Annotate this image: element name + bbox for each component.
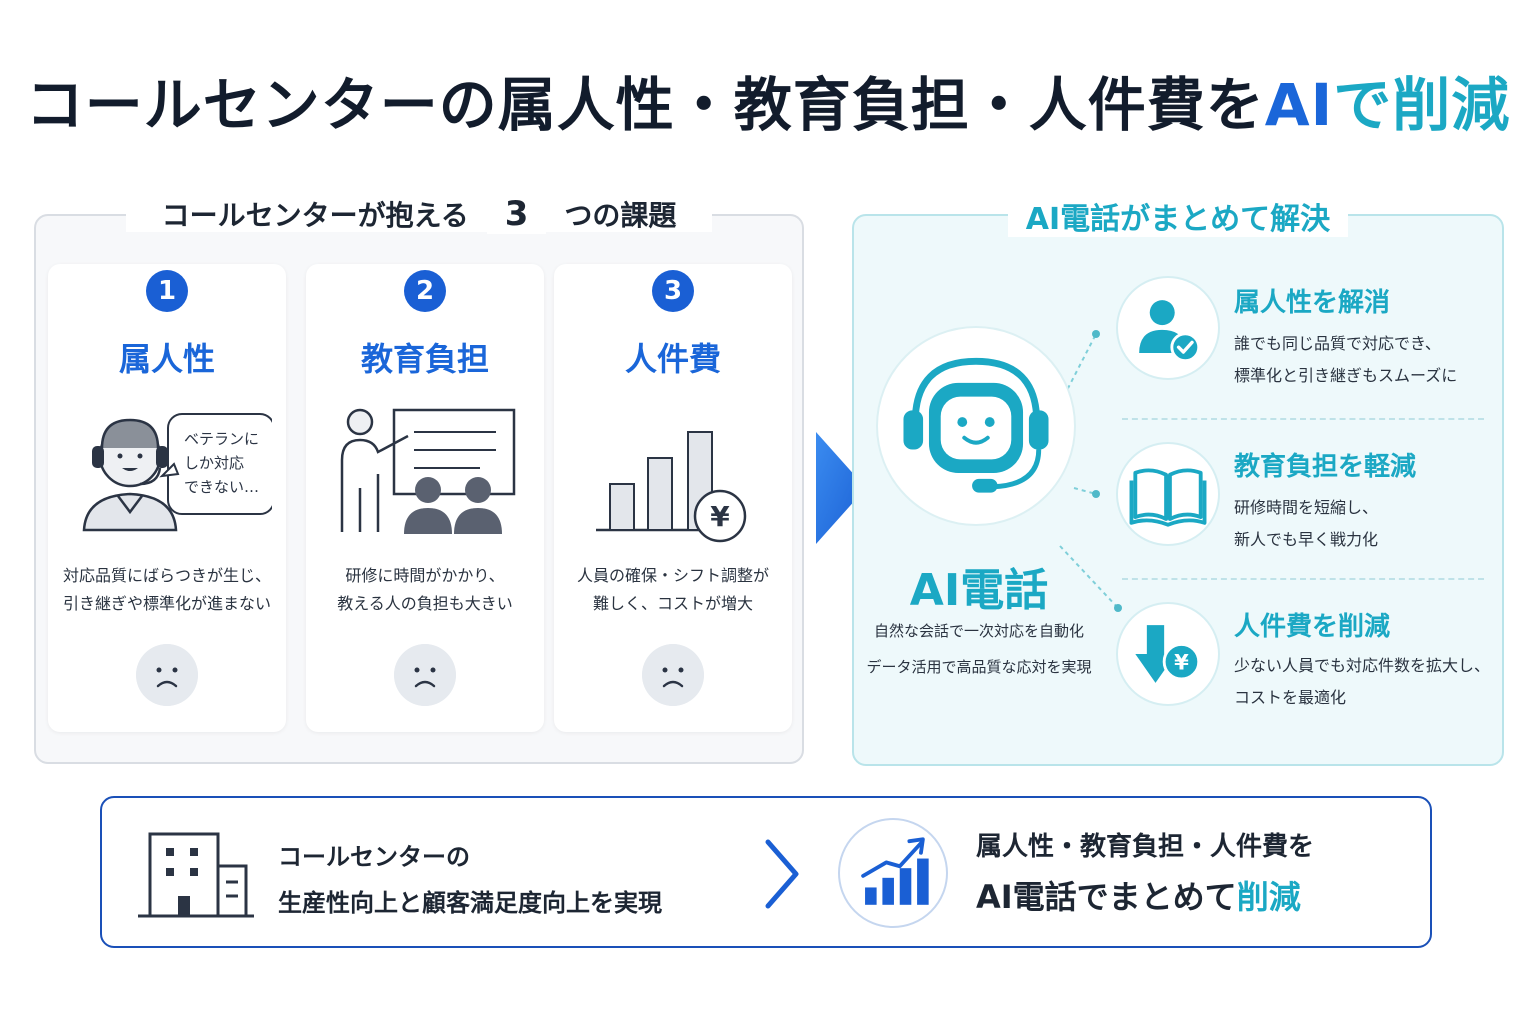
card-number: 2	[404, 270, 446, 312]
card-desc-line: 対応品質にばらつきが生じ、	[62, 566, 271, 585]
bubble-line-2: しか対応	[184, 454, 244, 472]
ai-bot-circle	[876, 326, 1076, 526]
card-number: 3	[652, 270, 694, 312]
challenges-label-a: コールセンターが抱える	[143, 199, 487, 232]
solution-title-3: 人件費を削減	[1234, 612, 1391, 642]
title-ai: AI	[1264, 71, 1334, 139]
summary-left-text: コールセンターの 生産性向上と顧客満足度向上を実現	[278, 834, 662, 926]
sad-face-icon	[642, 644, 704, 706]
challenges-label-num: 3	[486, 194, 547, 234]
title-cut: 削減	[1392, 71, 1511, 139]
card-desc-line: 難しく、コストが増大	[592, 594, 753, 613]
solution-panel: AI電話がまとめて解決 AI電話 自然な会話で一次対応を自動化 データ活用で高品…	[852, 202, 1504, 766]
summary-line-2: 生産性向上と顧客満足度向上を実現	[278, 889, 662, 917]
card-title: 人件費	[624, 340, 721, 378]
yen-symbol: ¥	[1174, 649, 1189, 674]
solution-icon-circle-3: ¥	[1116, 602, 1220, 706]
solution-desc-2: 研修時間を短縮し、 新人でも早く戦力化	[1234, 492, 1504, 556]
person-check-icon	[1139, 300, 1201, 363]
solution-desc-line: 研修時間を短縮し、	[1234, 498, 1379, 517]
chevron-right-icon	[765, 839, 799, 909]
solution-desc-line: 誰でも同じ品質で対応でき、	[1234, 334, 1441, 353]
solution-desc-3: 少ない人員でも対応件数を拡大し、 コストを最適化	[1234, 650, 1504, 714]
open-book-icon	[1129, 468, 1207, 527]
challenge-card-1: 1 属人性 ベテランに しか対応 できない… 対応品質にばらつきが生じ、 引き継…	[48, 264, 286, 732]
ai-phone-title: AI電話	[909, 565, 1049, 616]
separator	[1122, 578, 1484, 580]
summary-right-text: 属人性・教育負担・人件費を AI電話でまとめて削減	[976, 822, 1314, 925]
summary-bar: コールセンターの 生産性向上と顧客満足度向上を実現 属人性・教育負担・人件費を …	[100, 796, 1432, 948]
summary-line-1: コールセンターの	[278, 843, 470, 871]
card-description: 研修に時間がかかり、 教える人の負担も大きい	[306, 562, 544, 618]
training-illustration-icon	[340, 408, 516, 534]
solution-desc-line: コストを最適化	[1234, 688, 1347, 707]
yen-symbol: ¥	[710, 500, 730, 533]
ai-desc-line-1: 自然な会話で一次対応を自動化	[873, 622, 1084, 640]
challenges-label-b: つの課題	[546, 199, 695, 232]
solution-icon-circle-1	[1116, 276, 1220, 380]
bubble-line-3: できない…	[184, 478, 259, 496]
card-title: 属人性	[118, 340, 215, 378]
card-number: 1	[146, 270, 188, 312]
bubble-line-1: ベテランに	[184, 430, 259, 448]
solution-label: AI電話がまとめて解決	[854, 194, 1502, 238]
solution-desc-1: 誰でも同じ品質で対応でき、 標準化と引き継ぎもスムーズに	[1234, 328, 1504, 392]
ai-desc-line-2: データ活用で高品質な応対を実現	[866, 658, 1092, 676]
solution-title-1: 属人性を解消	[1234, 288, 1391, 318]
card-description: 対応品質にばらつきが生じ、 引き継ぎや標準化が進まない	[48, 562, 286, 618]
operator-illustration-icon: ベテランに しか対応 できない…	[82, 413, 272, 532]
transition-arrow-icon	[816, 432, 866, 544]
solution-icon-circle-2	[1116, 442, 1220, 546]
challenge-card-3: 3 人件費 ¥ 人員の確保・シフト調整が 難しく、コストが増大	[554, 264, 792, 732]
card-desc-line: 引き継ぎや標準化が進まない	[62, 594, 271, 613]
ai-robot-headset-icon	[903, 357, 1049, 493]
rising-cost-chart-icon: ¥	[596, 431, 747, 543]
solution-title-2: 教育負担を軽減	[1234, 452, 1417, 482]
card-desc-line: 人員の確保・シフト調整が	[576, 566, 769, 585]
summary-line-4b: 削減	[1236, 878, 1301, 916]
connector-lines	[1059, 330, 1122, 612]
growth-chart-circle	[838, 818, 948, 928]
cost-down-icon: ¥	[1135, 625, 1201, 683]
card-desc-line: 教える人の負担も大きい	[337, 594, 513, 613]
building-icon	[138, 832, 254, 918]
solution-desc-line: 少ない人員でも対応件数を拡大し、	[1234, 656, 1491, 675]
card-desc-line: 研修に時間がかかり、	[345, 566, 505, 585]
summary-line-4a: AI電話でまとめて	[976, 878, 1237, 916]
solution-desc-line: 新人でも早く戦力化	[1234, 530, 1379, 549]
growth-chart-icon	[861, 837, 929, 905]
page-title: コールセンターの属人性・教育負担・人件費をAIで削減	[0, 58, 1536, 142]
card-title: 教育負担	[360, 340, 489, 378]
challenge-card-2: 2 教育負担 研修に時間がかかり、 教える人の負担も大きい	[306, 264, 544, 732]
title-main: コールセンターの属人性・教育負担・人件費を	[25, 71, 1265, 139]
sad-face-icon	[394, 644, 456, 706]
summary-line-3: 属人性・教育負担・人件費を	[976, 832, 1315, 862]
separator	[1122, 418, 1484, 420]
card-description: 人員の確保・シフト調整が 難しく、コストが増大	[554, 562, 792, 618]
solution-desc-line: 標準化と引き継ぎもスムーズに	[1234, 366, 1458, 385]
title-de: で	[1333, 71, 1393, 139]
sad-face-icon	[136, 644, 198, 706]
